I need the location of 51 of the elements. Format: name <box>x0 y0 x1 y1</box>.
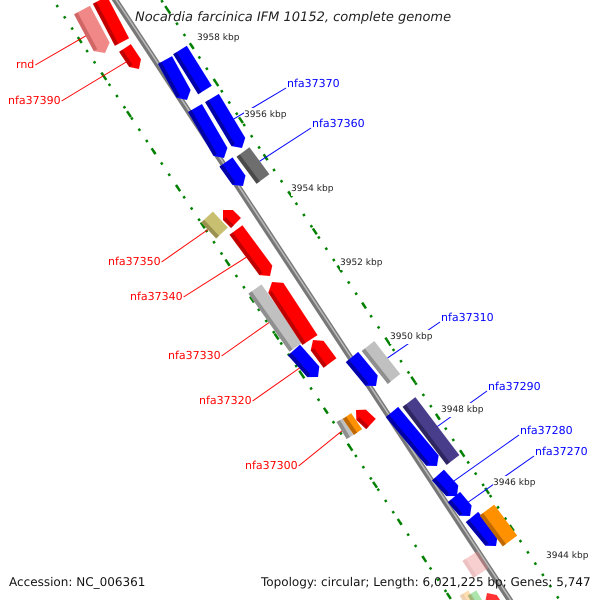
gene-block <box>386 406 439 466</box>
leader-line <box>221 322 270 356</box>
gene-label: nfa37300 <box>245 459 298 473</box>
leader-line <box>298 430 342 466</box>
gene-block <box>230 225 272 276</box>
leader-line <box>259 128 312 162</box>
leader-line <box>233 88 286 120</box>
gene-block <box>448 492 472 516</box>
leader-line <box>61 62 126 102</box>
gene-label: nfa37390 <box>8 94 61 108</box>
accession-text: Accession: NC_006361 <box>9 575 146 589</box>
gene-label: nfa37360 <box>312 117 365 131</box>
scale-label: 3948 kbp <box>441 403 484 417</box>
scale-label: 3956 kbp <box>244 108 286 122</box>
gene-block <box>268 282 318 345</box>
gene-block <box>219 157 246 186</box>
gene-block <box>432 470 458 496</box>
gene-block <box>173 46 212 94</box>
gene-block <box>485 593 501 600</box>
gene-block <box>92 0 130 46</box>
gene-block <box>356 410 376 430</box>
scale-label: 3954 kbp <box>291 182 334 196</box>
scale-label: 3944 kbp <box>546 549 588 563</box>
gene-label: nfa37310 <box>441 311 494 325</box>
gene-label: nfa37330 <box>168 349 221 363</box>
scale-label: 3946 kbp <box>493 476 536 490</box>
gene-label: nfa37320 <box>199 394 252 408</box>
gene-label: nfa37280 <box>520 424 573 438</box>
gene-label: nfa37350 <box>108 255 161 269</box>
leader-line <box>252 368 300 402</box>
leader-line <box>161 229 208 262</box>
gene-block <box>223 210 241 228</box>
leader-line <box>183 256 247 298</box>
gene-block <box>119 44 141 69</box>
gene-block <box>346 352 378 386</box>
gene-block <box>188 104 228 158</box>
scale-label: 3952 kbp <box>340 256 382 270</box>
gene-block <box>310 340 336 368</box>
title: Nocardia farcinica IFM 10152, complete genome <box>135 11 452 25</box>
leader-line <box>34 36 86 66</box>
gene-label: nfa37290 <box>488 380 541 394</box>
scale-label: 3950 kbp <box>390 330 432 344</box>
leader-line <box>454 434 520 482</box>
gene-block <box>480 504 518 546</box>
gene-label: nfa37270 <box>535 445 588 459</box>
gene-block <box>462 551 489 578</box>
gene-label: rnd <box>16 58 34 72</box>
gene-block <box>468 590 482 600</box>
gene-label: nfa37340 <box>130 290 183 304</box>
gene-label: nfa37370 <box>287 77 340 91</box>
scale-label: 3958 kbp <box>197 31 240 45</box>
